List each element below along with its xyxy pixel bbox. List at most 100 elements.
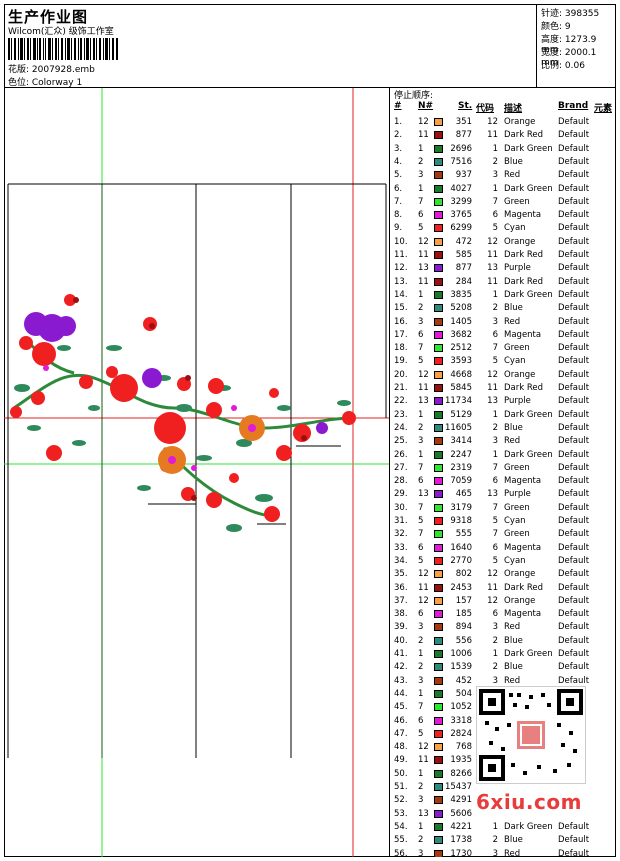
row-index: 31. bbox=[394, 516, 408, 526]
color-swatch bbox=[434, 237, 443, 246]
row-code: 7 bbox=[492, 196, 498, 207]
row-brand: Default bbox=[558, 476, 590, 487]
row-stitches: 1052 bbox=[450, 702, 472, 713]
row-stitches: 1539 bbox=[450, 662, 472, 673]
row-brand: Default bbox=[558, 635, 590, 646]
row-index: 37. bbox=[394, 595, 408, 606]
row-index: 38. bbox=[394, 609, 408, 620]
row-stitches: 284 bbox=[455, 276, 472, 287]
color-swatch bbox=[434, 836, 443, 845]
color-swatch bbox=[434, 743, 443, 752]
row-brand: Default bbox=[558, 835, 590, 846]
row-brand: Default bbox=[558, 236, 590, 247]
row-index: 23. bbox=[394, 409, 408, 420]
row-stitches: 2319 bbox=[450, 462, 472, 473]
design-scale: 比例: 0.06 bbox=[541, 61, 585, 71]
color-swatch bbox=[434, 676, 443, 685]
row-code: 7 bbox=[492, 502, 498, 513]
color-swatch bbox=[434, 796, 443, 805]
row-index: 41. bbox=[394, 649, 408, 659]
color-swatch bbox=[434, 197, 443, 206]
color-swatch bbox=[434, 184, 443, 193]
color-swatch bbox=[434, 809, 443, 818]
row-code: 6 bbox=[492, 609, 498, 620]
color-swatch bbox=[434, 224, 443, 233]
row-needle: 11 bbox=[418, 383, 429, 393]
row-needle: 11 bbox=[418, 582, 429, 593]
row-index: 9. bbox=[394, 223, 403, 234]
row-index: 16. bbox=[394, 316, 408, 327]
row-index: 51. bbox=[394, 782, 408, 792]
row-stitches: 555 bbox=[455, 529, 472, 540]
row-brand: Default bbox=[558, 542, 590, 553]
row-brand: Default bbox=[558, 489, 590, 500]
color-swatch bbox=[434, 410, 443, 419]
color-swatch bbox=[434, 530, 443, 539]
row-stitches: 2696 bbox=[450, 143, 472, 154]
row-brand: Default bbox=[558, 409, 590, 420]
row-description: Red bbox=[504, 170, 521, 181]
row-index: 27. bbox=[394, 462, 408, 473]
row-description: Dark Red bbox=[504, 383, 544, 393]
row-stitches: 556 bbox=[455, 635, 472, 646]
row-code: 2 bbox=[492, 303, 498, 314]
row-index: 39. bbox=[394, 622, 408, 633]
color-swatch bbox=[434, 157, 443, 166]
row-code: 1 bbox=[492, 649, 498, 659]
row-description: Purple bbox=[504, 396, 531, 407]
row-index: 21. bbox=[394, 383, 408, 393]
row-code: 11 bbox=[487, 276, 498, 287]
row-index: 15. bbox=[394, 303, 408, 314]
row-code: 1 bbox=[492, 183, 498, 194]
row-brand: Default bbox=[558, 356, 590, 367]
row-description: Red bbox=[504, 622, 521, 633]
page-frame bbox=[4, 4, 616, 857]
row-description: Orange bbox=[504, 595, 536, 606]
color-swatch bbox=[434, 384, 443, 392]
row-stitches: 452 bbox=[455, 675, 472, 686]
row-code: 3 bbox=[492, 170, 498, 181]
row-needle: 1 bbox=[418, 688, 424, 699]
color-swatch bbox=[434, 596, 443, 605]
barcode-image bbox=[8, 38, 118, 60]
row-description: Dark Red bbox=[504, 582, 544, 593]
row-stitches: 3835 bbox=[450, 289, 472, 300]
row-description: Magenta bbox=[504, 329, 542, 340]
color-swatch bbox=[434, 703, 443, 712]
row-stitches: 4291 bbox=[450, 795, 472, 806]
row-description: Magenta bbox=[504, 210, 542, 221]
color-swatch bbox=[434, 118, 443, 126]
row-needle: 12 bbox=[418, 595, 429, 606]
row-brand: Default bbox=[558, 183, 590, 194]
color-swatch bbox=[434, 290, 443, 299]
row-brand: Default bbox=[558, 289, 590, 300]
row-needle: 12 bbox=[418, 117, 429, 127]
row-brand: Default bbox=[558, 263, 590, 274]
row-stitches: 7516 bbox=[450, 156, 472, 167]
row-stitches: 2770 bbox=[450, 555, 472, 566]
row-index: 28. bbox=[394, 476, 408, 487]
row-needle: 3 bbox=[418, 622, 424, 633]
color-swatch bbox=[434, 211, 443, 220]
row-needle: 7 bbox=[418, 702, 424, 713]
row-stitches: 4221 bbox=[450, 821, 472, 832]
color-count: 颜色: 9 bbox=[541, 22, 571, 32]
row-brand: Default bbox=[558, 196, 590, 207]
row-needle: 1 bbox=[418, 289, 424, 300]
row-brand: Default bbox=[558, 582, 590, 593]
color-swatch bbox=[434, 423, 443, 432]
